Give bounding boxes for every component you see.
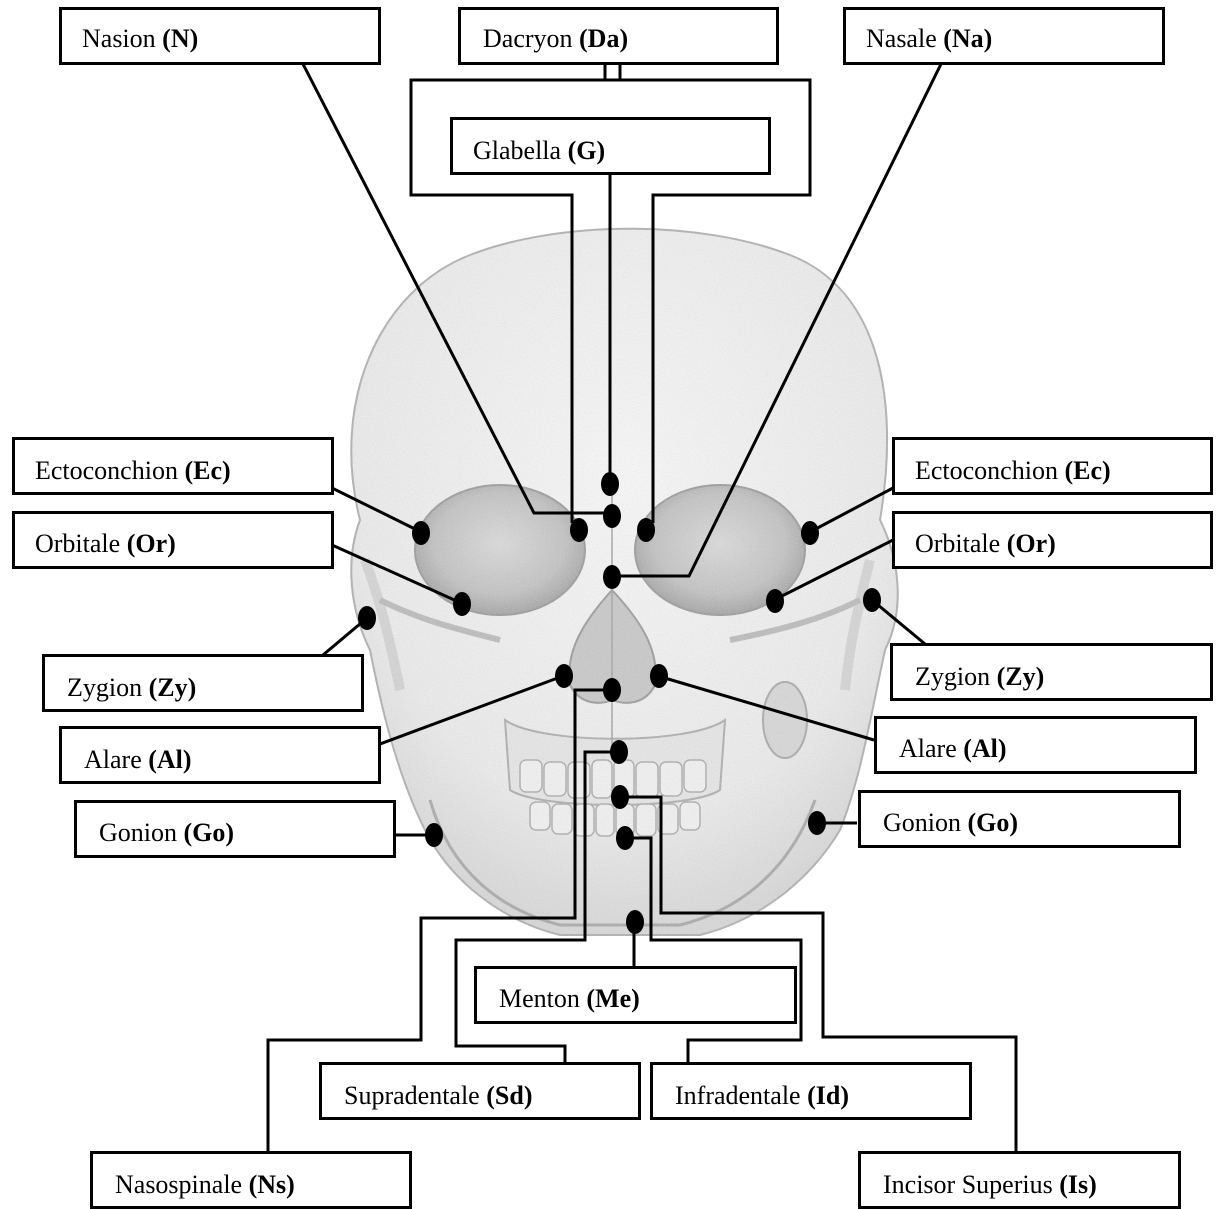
dot-orbitale-left <box>453 592 471 616</box>
dot-nasion <box>603 504 621 528</box>
label-nasale: Nasale (Na) <box>843 7 1165 65</box>
label-gonion-right: Gonion (Go) <box>858 790 1181 848</box>
dot-incisor-superius <box>611 785 629 809</box>
dot-alare-left <box>555 664 573 688</box>
label-abbr: (Go) <box>968 808 1019 837</box>
dot-nasale <box>603 565 621 589</box>
label-name: Nasion <box>82 24 156 53</box>
dot-zygion-left <box>358 606 376 630</box>
label-ectoconchion-right: Ectoconchion (Ec) <box>892 437 1213 495</box>
dot-zygion-right <box>863 588 881 612</box>
label-name: Gonion <box>99 818 177 847</box>
label-glabella: Glabella (G) <box>450 117 771 175</box>
label-supradentale: Supradentale (Sd) <box>319 1062 641 1120</box>
label-abbr: (Is) <box>1059 1170 1097 1199</box>
dot-menton <box>626 910 644 934</box>
label-name: Nasospinale <box>115 1170 242 1199</box>
label-name: Alare <box>84 745 142 774</box>
dot-dacryon-right <box>637 518 655 542</box>
label-abbr: (Ns) <box>249 1170 295 1199</box>
dot-infradentale <box>616 826 634 850</box>
label-alare-left: Alare (Al) <box>59 726 381 784</box>
label-abbr: (Al) <box>963 734 1006 763</box>
label-name: Menton <box>499 984 580 1013</box>
label-abbr: (Ec) <box>184 456 230 485</box>
label-abbr: (Al) <box>148 745 191 774</box>
label-name: Zygion <box>67 673 142 702</box>
label-abbr: (Id) <box>807 1081 849 1110</box>
dot-alare-right <box>650 664 668 688</box>
label-name: Dacryon <box>483 24 573 53</box>
label-dacryon: Dacryon (Da) <box>458 7 779 65</box>
label-name: Alare <box>899 734 957 763</box>
label-gonion-left: Gonion (Go) <box>74 800 396 858</box>
label-incisor-superius: Incisor Superius (Is) <box>858 1151 1181 1209</box>
label-abbr: (Sd) <box>486 1081 532 1110</box>
right-fossa <box>763 682 807 758</box>
dot-ectoconchion-left <box>412 521 430 545</box>
label-abbr: (Zy) <box>997 662 1045 691</box>
label-name: Infradentale <box>675 1081 801 1110</box>
dot-gonion-right <box>808 811 826 835</box>
label-abbr: (Ec) <box>1064 456 1110 485</box>
label-abbr: (Da) <box>579 24 628 53</box>
label-orbitale-right: Orbitale (Or) <box>892 511 1213 569</box>
label-name: Glabella <box>473 136 561 165</box>
label-name: Gonion <box>883 808 961 837</box>
label-abbr: (Or) <box>127 529 176 558</box>
label-ectoconchion-left: Ectoconchion (Ec) <box>12 437 334 495</box>
label-abbr: (Or) <box>1007 529 1056 558</box>
label-abbr: (Me) <box>586 984 639 1013</box>
label-zygion-right: Zygion (Zy) <box>890 643 1213 701</box>
label-orbitale-left: Orbitale (Or) <box>12 511 334 569</box>
label-abbr: (Zy) <box>149 673 197 702</box>
dot-dacryon-left <box>570 518 588 542</box>
label-name: Ectoconchion <box>915 456 1058 485</box>
dot-nasospinale <box>603 678 621 702</box>
label-name: Nasale <box>866 24 937 53</box>
label-name: Orbitale <box>35 529 120 558</box>
label-name: Zygion <box>915 662 990 691</box>
left-orbit <box>415 485 585 615</box>
label-name: Orbitale <box>915 529 1000 558</box>
label-name: Incisor Superius <box>883 1170 1053 1199</box>
label-name: Ectoconchion <box>35 456 178 485</box>
label-abbr: (Na) <box>943 24 992 53</box>
label-abbr: (N) <box>162 24 198 53</box>
label-nasospinale: Nasospinale (Ns) <box>90 1151 412 1209</box>
label-alare-right: Alare (Al) <box>874 716 1197 774</box>
label-name: Supradentale <box>344 1081 480 1110</box>
dot-orbitale-right <box>766 589 784 613</box>
label-infradentale: Infradentale (Id) <box>650 1062 972 1120</box>
label-zygion-left: Zygion (Zy) <box>42 654 364 712</box>
label-abbr: (G) <box>568 136 606 165</box>
label-abbr: (Go) <box>184 818 235 847</box>
dot-glabella <box>601 472 619 496</box>
dot-supradentale <box>610 740 628 764</box>
label-menton: Menton (Me) <box>474 966 797 1024</box>
dot-ectoconchion-right <box>801 521 819 545</box>
label-nasion: Nasion (N) <box>59 7 381 65</box>
dot-gonion-left <box>425 823 443 847</box>
